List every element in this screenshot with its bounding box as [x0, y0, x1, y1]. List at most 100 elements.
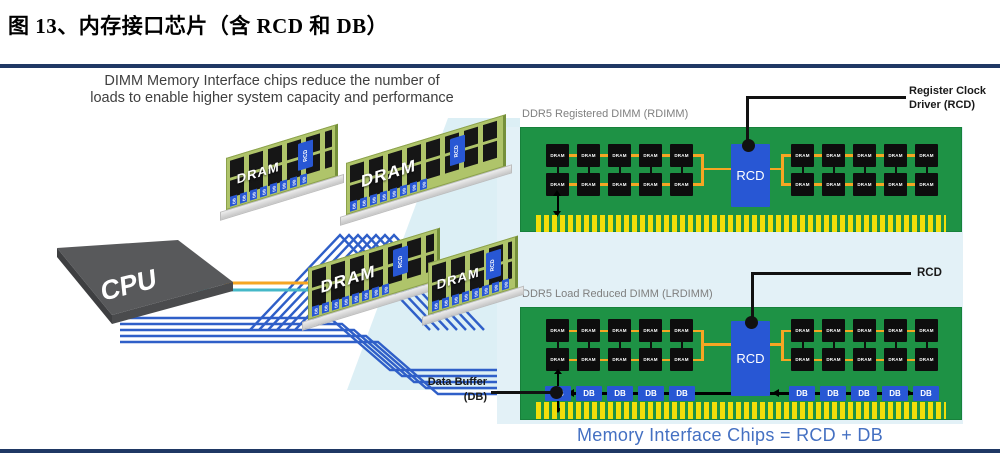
dram-chip-label: DRAM: [857, 328, 872, 333]
dram-chip-label: DRAM: [888, 182, 903, 187]
dimm-db-chip: DB: [380, 190, 387, 203]
dram-chip-label: DRAM: [888, 328, 903, 333]
dram-group-left: DRAM DRAM DRAM DRAM DRAM DRAM DRAM DRAM …: [546, 319, 693, 371]
tagline-line1: DIMM Memory Interface chips reduce the n…: [104, 73, 440, 89]
dram-chip: DRAM: [884, 348, 907, 371]
rcd-callout-line2: Driver (RCD): [909, 99, 976, 111]
dram-vertical-link: [863, 167, 866, 173]
dram-chip-label: DRAM: [857, 182, 872, 187]
dram-chip: DRAM: [915, 319, 938, 342]
rcd-callout-dot: [742, 139, 755, 152]
wire: [770, 167, 781, 170]
dram-chip: DRAM: [670, 144, 693, 167]
rcd-callout-line-lrdimm: [751, 272, 911, 275]
dram-vertical-link: [649, 167, 652, 173]
dram-column: DRAM DRAM: [577, 319, 600, 371]
dram-column: DRAM DRAM: [608, 319, 631, 371]
dimm-db-label: DB: [261, 187, 266, 196]
dram-column: DRAM DRAM: [577, 144, 600, 196]
dram-chip-label: DRAM: [795, 328, 810, 333]
dram-chip-label: DRAM: [581, 328, 596, 333]
data-buffer-callout-text: Data Buffer (DB): [398, 375, 487, 405]
dram-chip: DRAM: [791, 348, 814, 371]
dram-chip-label: DRAM: [919, 328, 934, 333]
dimm-db-chip: DB: [372, 286, 379, 299]
dram-group-right: DRAM DRAM DRAM DRAM DRAM DRAM DRAM DRAM …: [791, 144, 938, 196]
dimm-db-label: DB: [313, 307, 318, 315]
dram-vertical-link: [894, 167, 897, 173]
data-buffer-callout-line1: Data Buffer: [427, 376, 487, 388]
dram-vertical-link: [832, 342, 835, 348]
dram-chip: DRAM: [546, 319, 569, 342]
dimm-db-chip: DB: [230, 194, 237, 207]
dimm-db-chip: DB: [492, 281, 499, 294]
title-underline: [0, 64, 1000, 68]
dimm-db-label: DB: [401, 186, 406, 195]
dimm-rcd-label: RCD: [490, 257, 497, 272]
rcd-callout-dot-lrdimm: [745, 316, 758, 329]
dimm-db-chip: DB: [400, 184, 407, 197]
dimm-db-chip: DB: [502, 278, 509, 291]
dram-chip-label: DRAM: [826, 328, 841, 333]
dimm-db-chip: DB: [280, 179, 287, 192]
dram-chip: DRAM: [639, 144, 662, 167]
dram-vertical-link: [801, 342, 804, 348]
dram-chip-label: DRAM: [581, 182, 596, 187]
dram-chip-label: DRAM: [795, 182, 810, 187]
dimm-db-chip: DB: [290, 176, 297, 189]
dram-vertical-link: [925, 167, 928, 173]
ground-arrowhead-down: [552, 211, 561, 217]
db-chip: DB: [913, 386, 939, 401]
dram-column: DRAM DRAM: [915, 144, 938, 196]
dram-column: DRAM DRAM: [546, 319, 569, 371]
cpu-chip: CPU: [57, 240, 233, 324]
dimm-db-label: DB: [241, 193, 246, 202]
dram-column: DRAM DRAM: [853, 319, 876, 371]
dimm-db-chip: DB: [410, 181, 417, 194]
wire: [781, 329, 784, 361]
dram-vertical-link: [587, 167, 590, 173]
dram-chip: DRAM: [546, 144, 569, 167]
edge-connector-pins: [536, 215, 946, 232]
rdimm-board: DRAM DRAM DRAM DRAM DRAM DRAM DRAM DRAM …: [520, 127, 962, 232]
wire: [770, 343, 781, 346]
dimm-db-label: DB: [291, 178, 296, 187]
dimm-db-label: DB: [353, 294, 358, 303]
dram-chip: DRAM: [670, 173, 693, 196]
dram-chip-label: DRAM: [643, 357, 658, 362]
dimm-db-label: DB: [281, 181, 286, 190]
dram-chip: DRAM: [546, 348, 569, 371]
dram-chip: DRAM: [791, 319, 814, 342]
dimm-db-label: DB: [373, 288, 378, 297]
db-chip: DB: [607, 386, 633, 401]
dram-vertical-link: [556, 167, 559, 173]
dimm-db-chip: DB: [300, 173, 307, 186]
dram-chip: DRAM: [853, 173, 876, 196]
dimm-db-chip: DB: [342, 295, 349, 308]
rcd-callout-line: [746, 96, 906, 99]
dram-chip-label: DRAM: [643, 328, 658, 333]
dram-chip: DRAM: [853, 348, 876, 371]
dram-chip-label: DRAM: [919, 153, 934, 158]
dimm-db-chip: DB: [332, 298, 339, 311]
wire: [781, 154, 784, 186]
lrdimm-label: DDR5 Load Reduced DIMM (LRDIMM): [522, 288, 713, 300]
dram-chip: DRAM: [884, 319, 907, 342]
dram-chip: DRAM: [670, 348, 693, 371]
dram-chip: DRAM: [670, 319, 693, 342]
dram-vertical-link: [925, 342, 928, 348]
dram-chip-label: DRAM: [674, 153, 689, 158]
dimm-db-chip: DB: [390, 187, 397, 200]
ground-arrowhead-up: [552, 190, 561, 196]
dimm-db-chip: DB: [260, 185, 267, 198]
data-buffer-callout-line2: (DB): [463, 391, 487, 403]
dram-chip-label: DRAM: [674, 357, 689, 362]
dimm-db-chip: DB: [360, 196, 367, 209]
db-chip: DB: [638, 386, 664, 401]
dimm-db-label: DB: [473, 289, 478, 298]
rcd-callout-line: [746, 96, 749, 146]
dimm-db-label: DB: [391, 189, 396, 198]
dimm-db-label: DB: [363, 291, 368, 300]
dimm-db-chip: DB: [432, 299, 439, 312]
